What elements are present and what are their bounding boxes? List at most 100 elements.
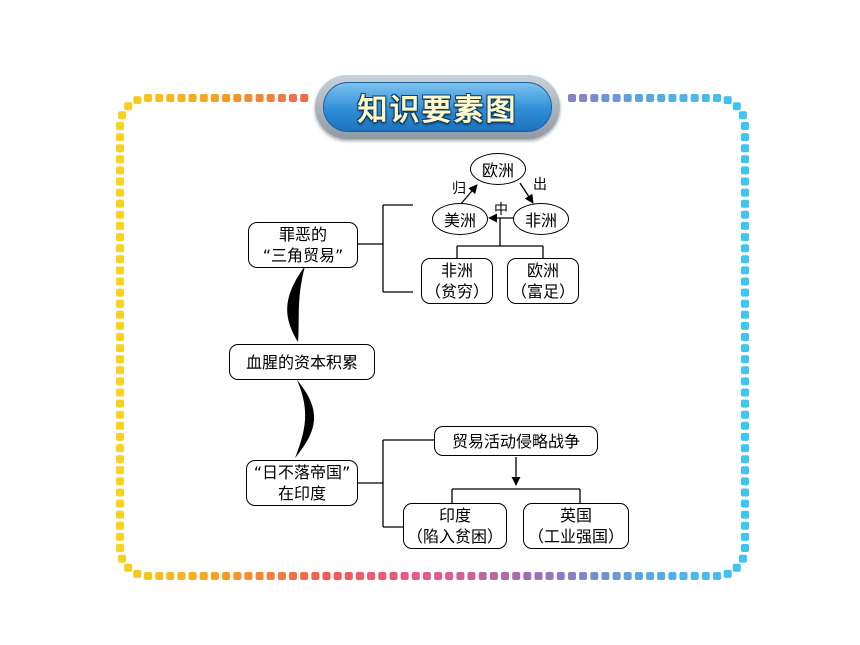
frame-dot bbox=[668, 94, 677, 102]
arrow-label-out: 出 bbox=[533, 177, 547, 193]
frame-dot bbox=[741, 399, 749, 408]
frame-dot bbox=[741, 455, 749, 464]
center-node: 血腥的资本积累 bbox=[229, 344, 375, 380]
frame-dot bbox=[116, 333, 124, 341]
frame-dot bbox=[741, 310, 749, 319]
frame-dot bbox=[741, 177, 749, 186]
frame-dot bbox=[634, 94, 643, 102]
frame-dot bbox=[266, 94, 275, 102]
frame-dot bbox=[741, 221, 749, 230]
frame-dot bbox=[741, 344, 749, 353]
frame-dot bbox=[289, 94, 297, 102]
spine-upper bbox=[287, 266, 305, 342]
frame-dot bbox=[741, 377, 749, 386]
frame-dot bbox=[568, 94, 576, 102]
frame-dot bbox=[741, 421, 749, 430]
frame-dot bbox=[445, 572, 454, 580]
frame-dot bbox=[741, 410, 749, 419]
frame-dot bbox=[690, 94, 699, 102]
frame-dot bbox=[467, 572, 476, 580]
india-label-line2: 在印度 bbox=[277, 484, 326, 503]
frame-dot bbox=[679, 94, 688, 102]
frame-dot bbox=[389, 572, 398, 580]
frame-dot bbox=[623, 572, 632, 580]
india-top-node: 贸易活动侵略战争 bbox=[434, 426, 598, 456]
frame-dot bbox=[356, 572, 364, 580]
frame-dot bbox=[489, 572, 498, 580]
frame-dot bbox=[116, 455, 124, 464]
triangle-trade-label-line1: 罪恶的 bbox=[278, 225, 327, 244]
frame-dot bbox=[738, 111, 747, 120]
frame-dot bbox=[646, 572, 655, 580]
frame-dot bbox=[116, 344, 124, 353]
frame-dot bbox=[741, 321, 749, 330]
frame-dot bbox=[534, 572, 543, 580]
frame-dot bbox=[478, 572, 487, 580]
frame-dot bbox=[116, 277, 124, 286]
frame-dot bbox=[741, 432, 749, 441]
result-britain-strong: 英国 （工业强国） bbox=[523, 503, 629, 549]
frame-dot bbox=[116, 266, 124, 275]
frame-dot bbox=[277, 572, 286, 580]
frame-dot bbox=[311, 572, 320, 580]
frame-dot bbox=[623, 94, 632, 102]
frame-dot bbox=[116, 355, 124, 364]
triangle-arrows bbox=[459, 182, 534, 223]
frame-dot bbox=[741, 388, 749, 397]
frame-dot bbox=[155, 572, 164, 580]
frame-dot bbox=[741, 477, 749, 486]
frame-dot bbox=[116, 388, 124, 397]
frame-dot bbox=[155, 94, 164, 102]
frame-dot bbox=[116, 477, 124, 486]
frame-dot bbox=[188, 572, 197, 580]
frame-dot bbox=[601, 572, 610, 580]
frame-dot bbox=[723, 96, 732, 105]
frame-dot bbox=[367, 572, 376, 580]
title-banner: 知识要素图 bbox=[315, 75, 560, 139]
frame-dot bbox=[199, 94, 208, 102]
frame-dot bbox=[118, 111, 127, 120]
frame-dot bbox=[333, 572, 342, 580]
frame-dot bbox=[255, 94, 264, 102]
diagram-title: 知识要素图 bbox=[357, 93, 518, 128]
frame-dot bbox=[116, 421, 124, 430]
frame-dot bbox=[116, 177, 124, 186]
frame-dot bbox=[741, 188, 749, 197]
frame-dot bbox=[741, 333, 749, 341]
frame-dot bbox=[244, 94, 253, 102]
frame-dot bbox=[556, 572, 565, 580]
frame-dot bbox=[741, 488, 749, 497]
frame-dot bbox=[116, 221, 124, 230]
frame-dot bbox=[741, 444, 749, 453]
frame-dot bbox=[116, 199, 124, 208]
frame-dot bbox=[266, 572, 275, 580]
frame-dot bbox=[116, 155, 124, 164]
frame-dot bbox=[133, 96, 142, 105]
frame-dot bbox=[612, 572, 621, 580]
frame-dot bbox=[741, 366, 749, 375]
frame-dot bbox=[124, 563, 133, 572]
frame-dot bbox=[741, 532, 749, 541]
title-inner: 知识要素图 bbox=[323, 82, 552, 132]
spine-lower bbox=[295, 380, 315, 458]
frame-dot bbox=[701, 572, 710, 580]
frame-dot bbox=[741, 122, 749, 130]
frame-dot bbox=[210, 572, 219, 580]
frame-dot bbox=[116, 122, 124, 130]
frame-dot bbox=[344, 572, 353, 580]
frame-dot bbox=[741, 133, 749, 142]
frame-dot bbox=[116, 521, 124, 530]
frame-dot bbox=[741, 299, 749, 308]
india-label-line1: “日不落帝国” bbox=[253, 463, 351, 482]
frame-dot bbox=[177, 572, 186, 580]
triangle-results-tree bbox=[456, 218, 544, 258]
frame-dot bbox=[118, 554, 127, 563]
frame-dot bbox=[116, 488, 124, 497]
frame-dot bbox=[378, 572, 387, 580]
triangle-bracket bbox=[358, 204, 413, 293]
frame-dot bbox=[116, 166, 124, 175]
frame-dot bbox=[322, 572, 331, 580]
frame-dot bbox=[657, 94, 666, 102]
frame-dot bbox=[741, 255, 749, 264]
frame-dot bbox=[233, 572, 242, 580]
